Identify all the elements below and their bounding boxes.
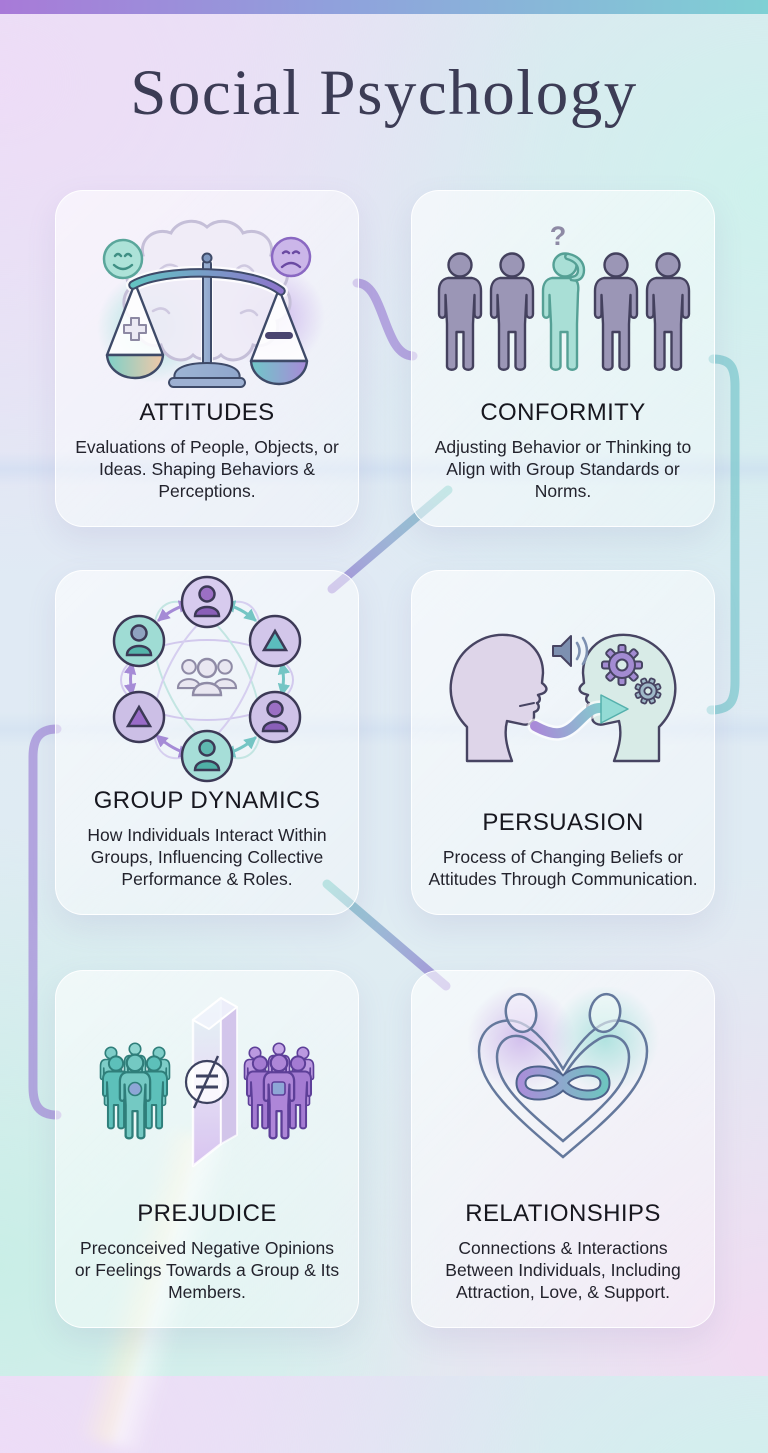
center-group-icon: [176, 657, 238, 697]
speech-arrow: [527, 694, 629, 741]
node-triangle-purple: [112, 690, 166, 744]
person-figure: [437, 252, 483, 371]
left-person-head: [504, 993, 538, 1034]
persuasion-icon-wrap: [412, 571, 714, 809]
person-figure: [593, 252, 639, 371]
node-person-teal: [180, 729, 234, 783]
node-triangle-teal: [248, 614, 302, 668]
purple-glow: [467, 987, 575, 1094]
prejudice-icon-wrap: [56, 971, 358, 1200]
node-person-teal: [112, 614, 166, 668]
teal-group: [99, 1042, 171, 1140]
card-description: Connections & Interactions Between Indiv…: [445, 1237, 681, 1302]
frowny-face-icon: [270, 236, 312, 278]
mouth-line: [519, 701, 535, 707]
balance-scale-icon: [105, 252, 309, 388]
speaker-head: [449, 633, 548, 763]
conformity-icon-wrap: ?: [412, 191, 714, 399]
card-title: CONFORMITY: [480, 398, 646, 426]
brain-balance-scale-icon: [97, 219, 325, 388]
card-conformity: ? CONFORMITY Adjusting Behavior or Think…: [411, 190, 715, 527]
card-persuasion: PERSUASION Process of Changing Beliefs o…: [411, 570, 715, 915]
card-description: Preconceived Negative Opinions or Feelin…: [74, 1237, 340, 1302]
attitudes-icon-wrap: [56, 191, 358, 399]
person-figure: [645, 252, 691, 371]
question-mark: ?: [550, 221, 567, 251]
card-title: PERSUASION: [482, 808, 644, 836]
holographic-top-strip: [0, 0, 768, 14]
divided-groups-icon: [99, 997, 315, 1168]
card-title: ATTITUDES: [139, 398, 275, 426]
smiley-face-icon: [102, 238, 144, 280]
card-description: Evaluations of People, Objects, or Ideas…: [75, 436, 339, 501]
page-title: Social Psychology: [130, 57, 638, 129]
group-dynamics-icon-wrap: [56, 571, 358, 787]
card-description: Adjusting Behavior or Thinking to Align …: [434, 436, 692, 501]
card-prejudice: PREJUDICE Preconceived Negative Opinions…: [55, 970, 359, 1328]
connector-conformity-persuasion: [706, 354, 740, 715]
purple-group: [243, 1042, 315, 1140]
card-group-dynamics: GROUP DYNAMICS How Individuals Interact …: [55, 570, 359, 915]
connector-attitudes-conformity: [352, 278, 418, 361]
card-attitudes: ATTITUDES Evaluations of People, Objects…: [55, 190, 359, 527]
node-person-purple: [248, 690, 302, 744]
network-nodes: [112, 575, 302, 783]
not-equal-icon: [184, 1055, 230, 1109]
questioning-person-figure: [541, 252, 586, 371]
right-person-head: [588, 993, 622, 1034]
glass-barrier: [184, 997, 238, 1168]
gears-icon: [601, 643, 662, 705]
speaking-heads-icon: [449, 633, 677, 763]
speaker-audio-icon: [552, 634, 589, 667]
minus-icon: [265, 331, 293, 339]
infinity-symbol: [515, 1065, 611, 1101]
card-description: Process of Changing Beliefs or Attitudes…: [428, 846, 698, 889]
network-nodes-icon: [112, 575, 302, 783]
card-title: RELATIONSHIPS: [465, 1199, 661, 1227]
card-title: PREJUDICE: [137, 1199, 277, 1227]
card-description: How Individuals Interact Within Groups, …: [87, 824, 327, 889]
heart-infinity-icon: [467, 987, 659, 1160]
people-row-question-icon: ?: [437, 221, 691, 371]
node-person-purple: [180, 575, 234, 629]
connector-group-prejudice: [28, 724, 62, 1120]
card-title: GROUP DYNAMICS: [93, 786, 321, 814]
person-figure: [489, 252, 535, 371]
plus-icon: [123, 316, 147, 341]
card-relationships: RELATIONSHIPS Connections & Interactions…: [411, 970, 715, 1328]
relationships-icon-wrap: [412, 971, 714, 1200]
teal-glow: [551, 987, 659, 1094]
